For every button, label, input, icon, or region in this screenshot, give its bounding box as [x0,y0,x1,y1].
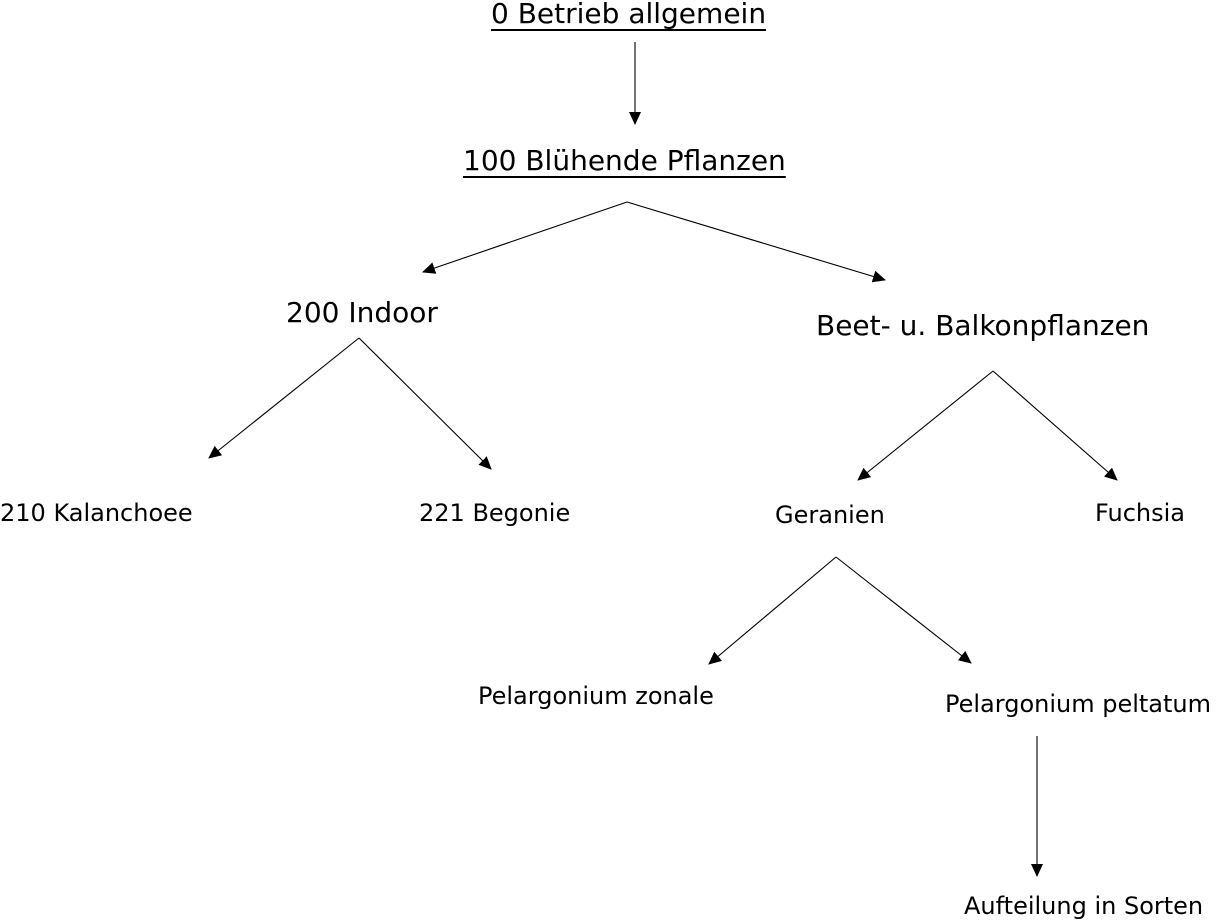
edge-bedding-to-geranien [857,370,994,481]
edge-indoor-to-kalanchoe [208,337,360,459]
edge-flowering-to-bedding [626,201,886,283]
edge-geranien-to-peltatum [835,556,972,664]
node-flowering: 100 Blühende Pflanzen [463,144,786,177]
node-indoor: 200 Indoor [286,296,438,329]
node-fuchsia: Fuchsia [1095,499,1185,527]
node-kalanchoe: 210 Kalanchoee [0,499,193,527]
edge-flowering-to-indoor [422,201,628,274]
edge-bedding-to-fuchsia [992,370,1118,481]
node-zonale: Pelargonium zonale [478,682,714,710]
node-sorten: Aufteilung in Sorten [964,892,1204,920]
node-peltatum: Pelargonium peltatum [945,690,1212,718]
node-geranien: Geranien [775,501,885,529]
node-bedding: Beet- u. Balkonpflanzen [816,309,1150,342]
edge-indoor-to-begonia [358,337,492,470]
node-root: 0 Betrieb allgemein [491,0,767,30]
node-begonia: 221 Begonie [419,499,571,527]
edge-geranien-to-zonale [708,556,837,665]
